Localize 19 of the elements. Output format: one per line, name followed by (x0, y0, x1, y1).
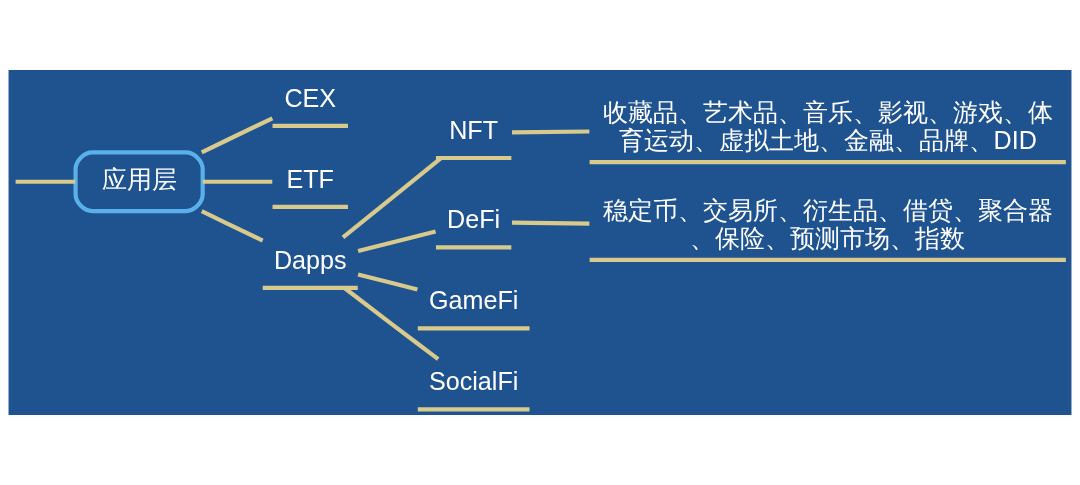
node-text: ETF (286, 164, 334, 193)
node-text: DeFi (447, 205, 501, 234)
connector (15, 179, 76, 184)
connector (341, 156, 443, 240)
node-text: Dapps (273, 245, 347, 274)
node-text: NFT (449, 116, 499, 144)
connector (511, 129, 590, 135)
connector (200, 116, 274, 155)
node-text: CEX (284, 83, 337, 112)
connector (357, 229, 437, 254)
connector (200, 209, 264, 243)
connector (357, 272, 418, 292)
connector (202, 179, 273, 184)
node-text: GameFi (428, 286, 519, 315)
connector (511, 220, 590, 226)
node-text: 收藏品、艺术品、音乐、影视、游戏、体育运动、虚拟土地、金融、品牌、DID (602, 97, 1053, 154)
node-text: SocialFi (428, 367, 519, 396)
node-text: 稳定币、交易所、衍生品、借贷、聚合器、保险、预测市场、指数 (602, 195, 1053, 252)
node-box: 应用层 (73, 150, 205, 214)
